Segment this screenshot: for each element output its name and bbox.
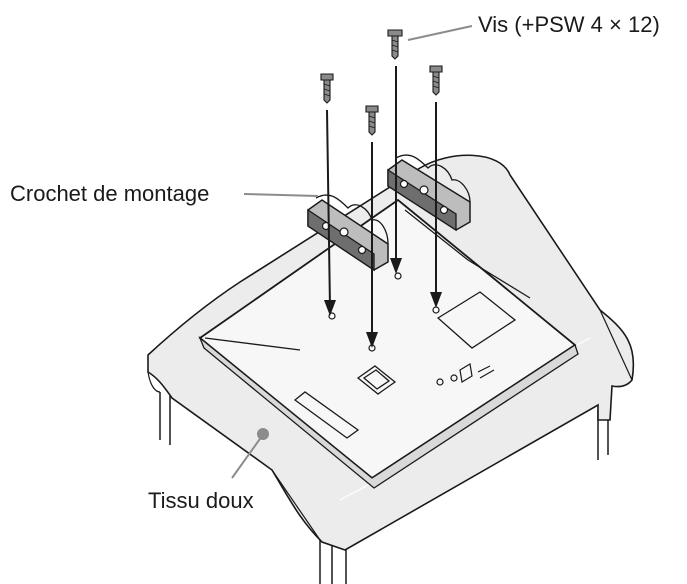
- screw-center: [365, 105, 379, 348]
- mounting-bracket-right: [387, 154, 471, 232]
- arrow-head: [390, 258, 402, 274]
- cloth-fold-right: [599, 309, 633, 381]
- screw-top: [387, 29, 403, 274]
- arrow-head: [324, 300, 336, 316]
- leader-line-screw: [407, 25, 473, 41]
- screw-right: [429, 65, 443, 308]
- table-leg-left: [159, 392, 171, 445]
- arrow-head: [366, 332, 378, 348]
- leader-line-cloth: [231, 435, 263, 479]
- tv-vent: [436, 291, 517, 349]
- screw-left: [320, 73, 336, 316]
- cloth-fold-left: [147, 371, 161, 393]
- arrow-head: [430, 292, 442, 308]
- label-screw: Vis (+PSW 4 × 12): [478, 12, 660, 37]
- label-mounting-bracket: Crochet de montage: [10, 181, 210, 206]
- tv-connector: [356, 365, 397, 395]
- cloth-fold-front: [271, 469, 321, 541]
- tv-stand-slot: [293, 391, 360, 439]
- tv-ports: [436, 363, 495, 386]
- tv-rear-plate: [204, 209, 531, 351]
- label-soft-cloth: Tissu doux: [148, 488, 254, 513]
- table-leg-front: [319, 540, 347, 584]
- cloth-marker-dot: [257, 428, 269, 440]
- tv-back-panel: [198, 198, 579, 489]
- leader-line-bracket: [243, 193, 319, 197]
- tv-panel-edge: [198, 335, 579, 489]
